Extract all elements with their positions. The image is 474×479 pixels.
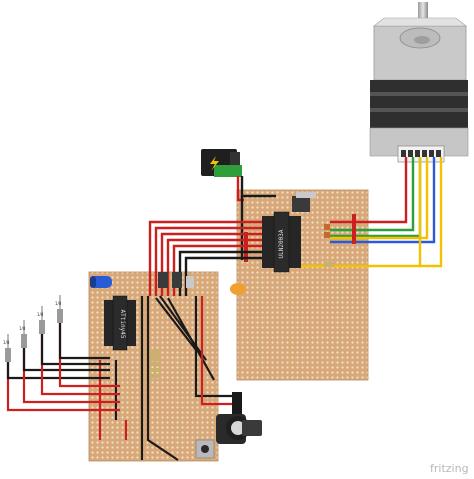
resistor [324,262,334,267]
mcu-ic: ATtiny45 [104,295,136,351]
stripboard-driver [236,189,369,381]
motor-body [370,80,468,130]
pushbutton [195,439,215,459]
motor-wires [300,157,443,268]
driver-ic-label: ULN2003A [278,229,285,258]
transistor [158,272,168,288]
capacitor [324,232,330,238]
ceramic-capacitor [230,283,246,295]
controller-wires [98,295,238,461]
pin-label: 1/8 [19,326,26,331]
driver-ic: ULN2003A [262,211,301,273]
potentiometer [216,392,262,444]
mcu-ic-label: ATtiny45 [119,310,126,339]
header-pins [6,315,120,412]
pin-label: 1/8 [37,312,44,317]
electrolytic-capacitor [90,276,112,288]
power-jack [201,149,242,177]
resistor-array [150,350,160,378]
capacitor [324,224,330,230]
lightning-bolt-icon [210,156,219,171]
jumper-wire [352,214,356,244]
fritzing-watermark: fritzing [430,462,469,475]
header-connectors: 1/8 1/8 1/8 1/8 [3,295,63,362]
pin-label: 1/8 [55,301,62,306]
stepper-motor [369,2,469,163]
transistor [186,276,194,288]
voltage-regulator [292,192,316,212]
transistor [172,272,182,288]
pin-label: 1/8 [3,340,10,345]
